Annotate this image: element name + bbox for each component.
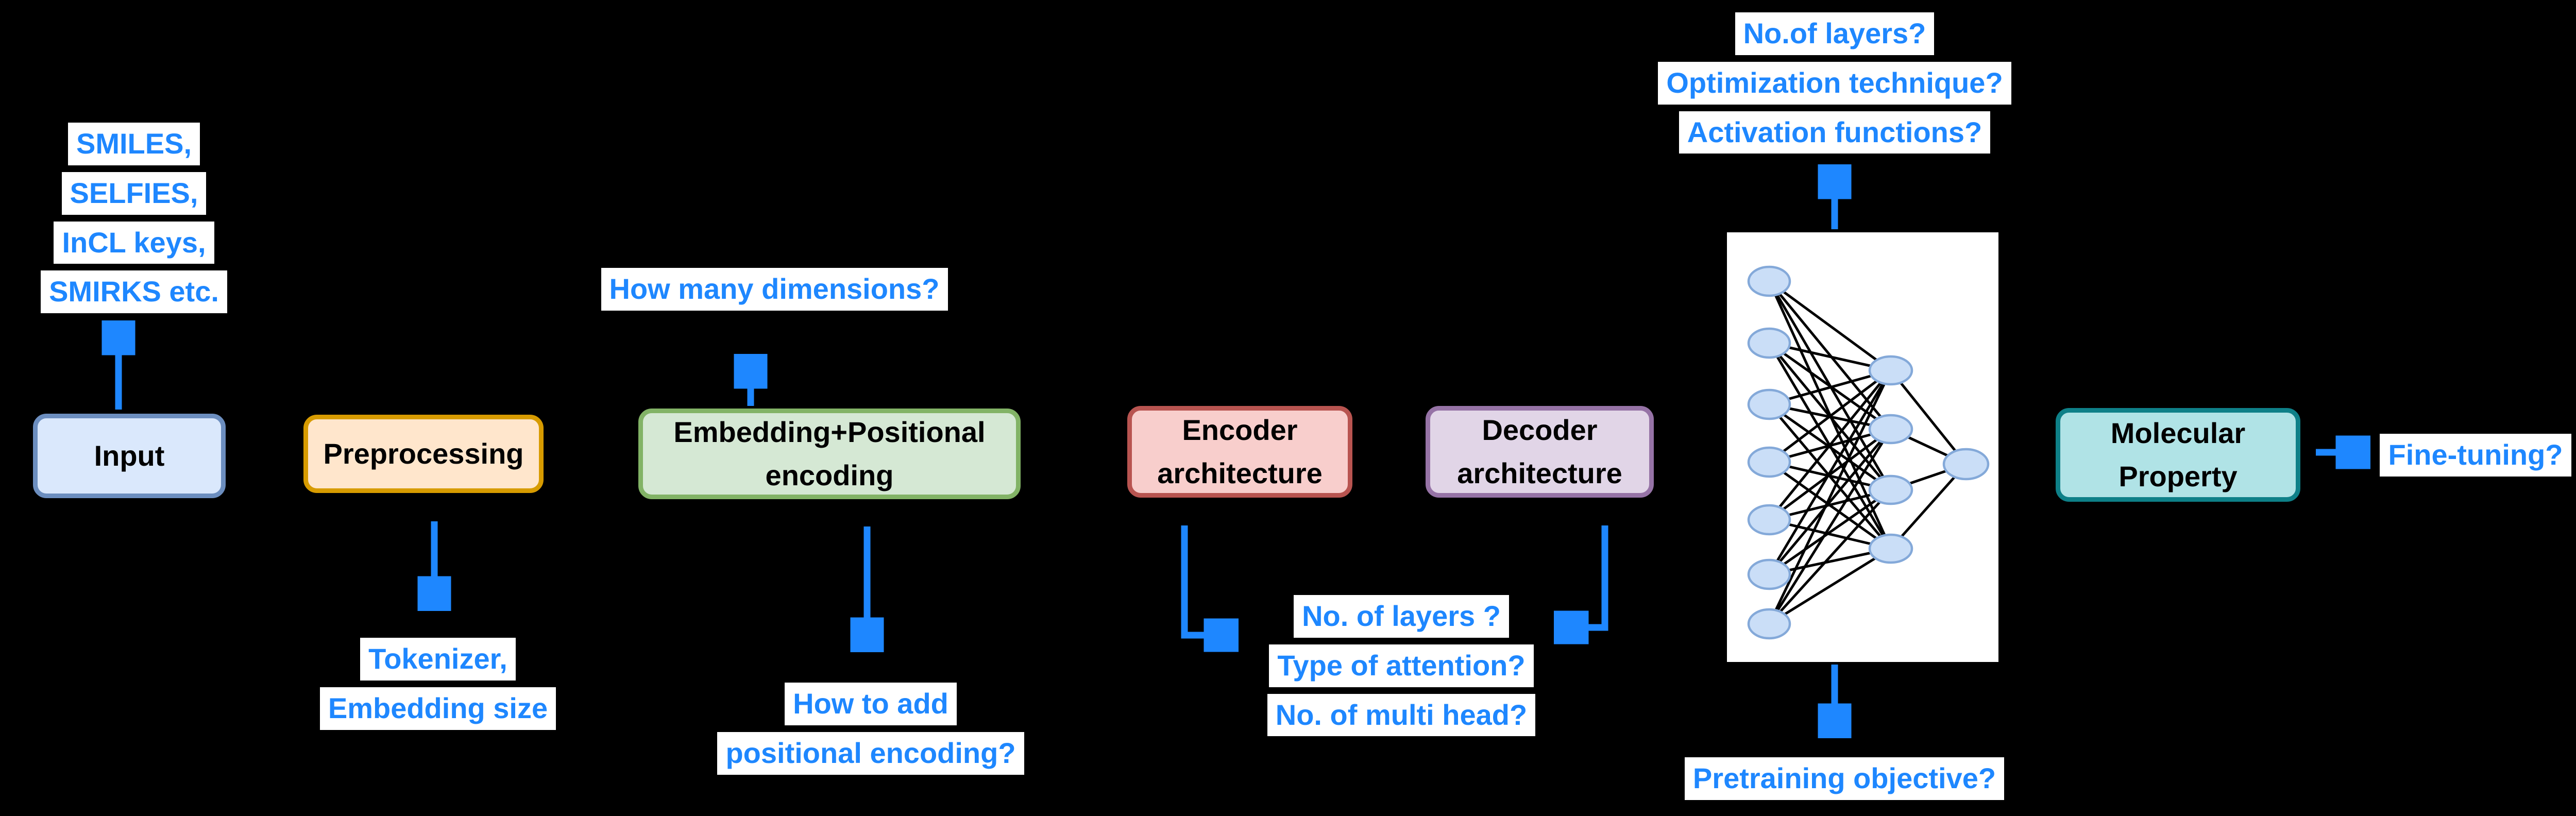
network-edge	[1768, 547, 1892, 625]
network-edge	[1768, 369, 1892, 575]
network-edge	[1768, 369, 1892, 625]
network-node	[1868, 474, 1913, 505]
decoder-architecture-box: Decoder architecture	[1426, 406, 1654, 498]
embedding-questions-bottom-annotation: How to add positional encoding?	[675, 683, 1066, 775]
network-node	[1747, 265, 1791, 297]
annotation-line: Tokenizer,	[360, 638, 516, 681]
annotation-line: How many dimensions?	[601, 268, 948, 311]
network-edge	[1768, 280, 1892, 372]
network-edge	[1768, 428, 1892, 575]
annotation-line: Pretraining objective?	[1684, 757, 2005, 800]
annotation-line: Activation functions?	[1679, 111, 1991, 154]
network-node	[1747, 388, 1791, 420]
annotation-line: How to add	[785, 683, 957, 725]
pretraining-objective-annotation: Pretraining objective?	[1649, 757, 2040, 800]
annotation-line: No.of layers?	[1735, 12, 1935, 55]
arrow-encoder-elbow	[1181, 525, 1209, 635]
annotation-line: Optimization technique?	[1658, 61, 2011, 105]
network-edge	[1890, 463, 1967, 550]
encoder-architecture-box: Encoder architecture	[1127, 406, 1352, 498]
finetuning-annotation: Fine-tuning?	[2367, 434, 2576, 477]
network-node	[1747, 558, 1791, 590]
network-edge	[1890, 369, 1967, 465]
molecular-property-box: Molecular Property	[2056, 408, 2300, 502]
embedding-question-top-annotation: How many dimensions?	[579, 268, 970, 311]
annotation-line: Fine-tuning?	[2380, 434, 2571, 477]
annotation-line: SMIRKS etc.	[41, 270, 227, 314]
network-edge	[1768, 369, 1892, 463]
annotation-line: SMILES,	[67, 123, 200, 165]
neural-network-figure	[1727, 232, 1998, 662]
preprocessing-box: Preprocessing	[303, 415, 544, 493]
network-node	[1747, 504, 1791, 536]
network-node	[1868, 414, 1913, 445]
network-node	[1747, 608, 1791, 640]
annotation-line: InCL keys,	[54, 221, 214, 264]
annotation-line: Embedding size	[319, 687, 556, 730]
preprocessing-questions-annotation: Tokenizer, Embedding size	[283, 638, 592, 730]
annotation-line: positional encoding?	[717, 732, 1024, 775]
network-edge	[1768, 488, 1892, 576]
input-box: Input	[33, 414, 226, 498]
annotation-line: Type of attention?	[1269, 644, 1534, 687]
embedding-positional-encoding-box: Embedding+Positional encoding	[638, 409, 1021, 499]
network-edge	[1768, 369, 1892, 521]
network-node	[1942, 448, 1990, 481]
network-edge	[1768, 489, 1892, 625]
network-node	[1868, 533, 1913, 564]
encoder-decoder-questions-annotation: No. of layers ? Type of attention? No. o…	[1236, 595, 1566, 737]
network-edge	[1768, 428, 1892, 625]
network-node	[1747, 327, 1791, 359]
network-node	[1747, 446, 1791, 478]
network-node	[1868, 355, 1913, 386]
annotation-line: No. of layers ?	[1294, 595, 1509, 638]
arrow-decoder-elbow	[1584, 525, 1608, 627]
neural-network-graphic	[1747, 265, 1990, 640]
annotation-line: SELFIES,	[61, 172, 207, 215]
network-edge	[1768, 403, 1892, 491]
annotation-line: No. of multi head?	[1267, 693, 1536, 737]
network-questions-top-annotation: No.of layers? Optimization technique? Ac…	[1629, 12, 2041, 154]
input-formats-annotation: SMILES, SELFIES, InCL keys, SMIRKS etc.	[5, 123, 263, 314]
